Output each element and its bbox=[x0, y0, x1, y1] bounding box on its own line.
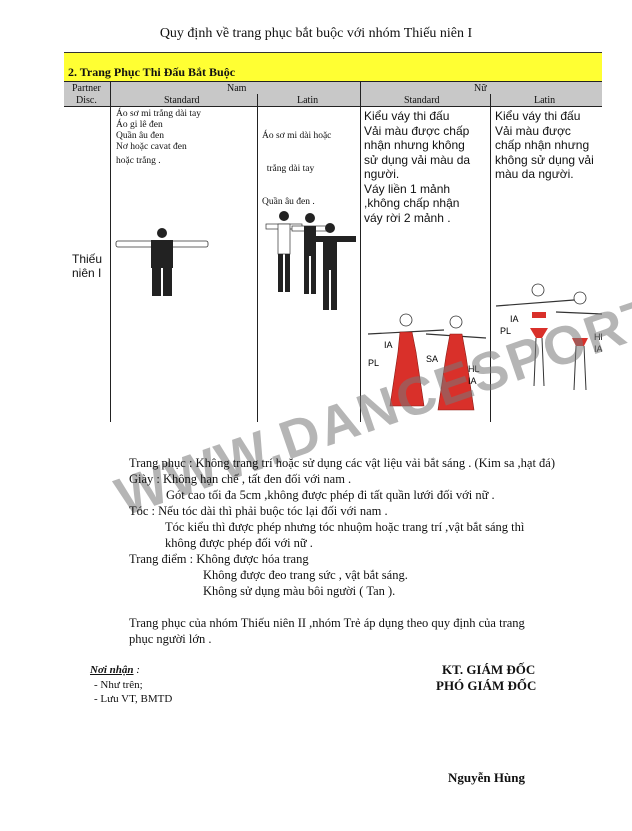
rule-toc-1: Tóc : Nếu tóc dài thì phải buộc tóc lại … bbox=[129, 504, 388, 518]
table-line bbox=[360, 82, 361, 422]
signer-name: Nguyễn Hùng bbox=[448, 770, 525, 785]
row-label: Thiếu niên I bbox=[72, 252, 102, 280]
header-nu-standard: Standard bbox=[404, 95, 440, 106]
header-nam: Nam bbox=[227, 83, 247, 94]
nu-standard-text: Kiểu váy thi đấu Vải màu được chấp nhận … bbox=[364, 109, 470, 225]
table-line bbox=[490, 94, 491, 422]
label-pl-2: PL bbox=[500, 326, 511, 336]
row-label-line-2: niên I bbox=[72, 266, 102, 280]
closing-line-1: Trang phục của nhóm Thiếu niên II ,nhóm … bbox=[129, 616, 525, 630]
rule-trang-diem-2: Không được đeo trang sức , vật bắt sáng. bbox=[203, 568, 408, 582]
list-item: ,không chấp nhận bbox=[364, 196, 460, 210]
recipient-2: - Lưu VT, BMTD bbox=[94, 693, 173, 705]
section-title-bar bbox=[64, 52, 602, 82]
label-hl-2: HL bbox=[594, 332, 602, 342]
table-line bbox=[64, 106, 602, 107]
header-nam-latin: Latin bbox=[297, 95, 319, 106]
list-item: người. bbox=[364, 167, 400, 181]
table-header-row-1 bbox=[64, 82, 602, 94]
list-item: chấp nhận nhưng bbox=[495, 138, 590, 152]
label-sa: SA bbox=[426, 354, 438, 364]
list-item: Nơ hoặc cavat đen bbox=[116, 142, 187, 152]
closing-line-2: phục người lớn . bbox=[129, 632, 212, 646]
table-line bbox=[64, 81, 602, 82]
header-nu: Nữ bbox=[474, 83, 487, 94]
list-item: Áo sơ mi dài hoặc bbox=[262, 131, 332, 141]
label-pl-1: PL bbox=[368, 358, 379, 368]
page-title: Quy định về trang phục bắt buộc với nhóm… bbox=[159, 26, 473, 41]
female-latin-figure: IA PL HL IA bbox=[495, 283, 602, 391]
list-item: Vải màu được bbox=[495, 123, 571, 138]
list-item: Kiểu váy thi đấu bbox=[495, 109, 581, 123]
sign-title-1: KT. GIÁM ĐỐC bbox=[442, 662, 536, 677]
table-line bbox=[257, 94, 258, 422]
nu-latin-text: Kiểu váy thi đấu Vải màu được chấp nhận … bbox=[495, 109, 594, 182]
rule-giay-2: Gót cao tối đa 5cm ,không được phép đi t… bbox=[166, 488, 495, 502]
label-ia-2: IA bbox=[468, 376, 477, 386]
label-ia-1: IA bbox=[384, 340, 393, 350]
label-hl-1: HL bbox=[468, 364, 480, 374]
header-nu-latin: Latin bbox=[534, 95, 556, 106]
list-item: trắng dài tay bbox=[262, 164, 315, 174]
nam-standard-text: Áo sơ mi trắng dài tay Áo gi lê đen Quần… bbox=[116, 109, 201, 167]
label-ia-4: IA bbox=[594, 344, 602, 354]
recipient-1: - Như trên; bbox=[94, 679, 143, 691]
table-line bbox=[110, 82, 111, 422]
rule-trang-phuc: Trang phục : Không trang trí hoặc sử dụn… bbox=[129, 456, 556, 470]
sign-title-2: PHÓ GIÁM ĐỐC bbox=[436, 678, 537, 693]
rule-trang-diem-1: Trang điểm : Không được hóa trang bbox=[129, 552, 309, 566]
section-title: 2. Trang Phục Thi Đấu Bắt Buộc bbox=[68, 65, 236, 79]
row-label-line-1: Thiếu bbox=[72, 252, 103, 266]
list-item: Vải màu được chấp bbox=[364, 123, 470, 138]
label-ia-3: IA bbox=[510, 314, 519, 324]
nam-latin-text: Áo sơ mi dài hoặc trắng dài tay Quần âu … bbox=[262, 109, 331, 219]
rule-toc-3: không được phép đối với nữ . bbox=[165, 536, 313, 550]
list-item: Váy liền 1 mảnh bbox=[364, 181, 451, 196]
list-item: hoặc trắng . bbox=[116, 156, 161, 166]
female-standard-figure: IA PL SA HL IA bbox=[367, 313, 487, 411]
list-item: màu da người. bbox=[495, 167, 574, 181]
noi-nhan-text: Nơi nhận bbox=[90, 664, 134, 676]
header-partner: Partner bbox=[72, 83, 101, 94]
rule-toc-2: Tóc kiểu thì được phép nhưng tóc nhuộm h… bbox=[165, 520, 525, 534]
list-item: không sử dụng vải bbox=[495, 152, 594, 167]
list-item: Áo sơ mi trắng dài tay bbox=[116, 109, 201, 119]
header-nam-standard: Standard bbox=[164, 95, 200, 106]
noi-nhan-colon: : bbox=[133, 664, 140, 676]
list-item: Áo gi lê đen bbox=[116, 120, 163, 130]
list-item: nhận nhưng không bbox=[364, 138, 465, 152]
noi-nhan-label: Nơi nhận : bbox=[90, 664, 140, 676]
list-item: váy rời 2 mảnh . bbox=[364, 210, 451, 225]
list-item: Quần âu đen bbox=[116, 131, 165, 141]
list-item: sử dụng vải màu da bbox=[364, 152, 471, 167]
table-header-row-2 bbox=[64, 94, 602, 106]
header-disc: Disc. bbox=[76, 95, 97, 106]
male-standard-figure bbox=[115, 228, 209, 296]
rule-trang-diem-3: Không sử dụng màu bôi người ( Tan ). bbox=[203, 584, 396, 598]
list-item: Kiểu váy thi đấu bbox=[364, 109, 450, 123]
list-item: Quần âu đen . bbox=[262, 197, 315, 207]
male-latin-figure bbox=[265, 211, 356, 310]
rule-giay-1: Giày : Không hạn chế , tất đen đối với n… bbox=[129, 472, 352, 486]
